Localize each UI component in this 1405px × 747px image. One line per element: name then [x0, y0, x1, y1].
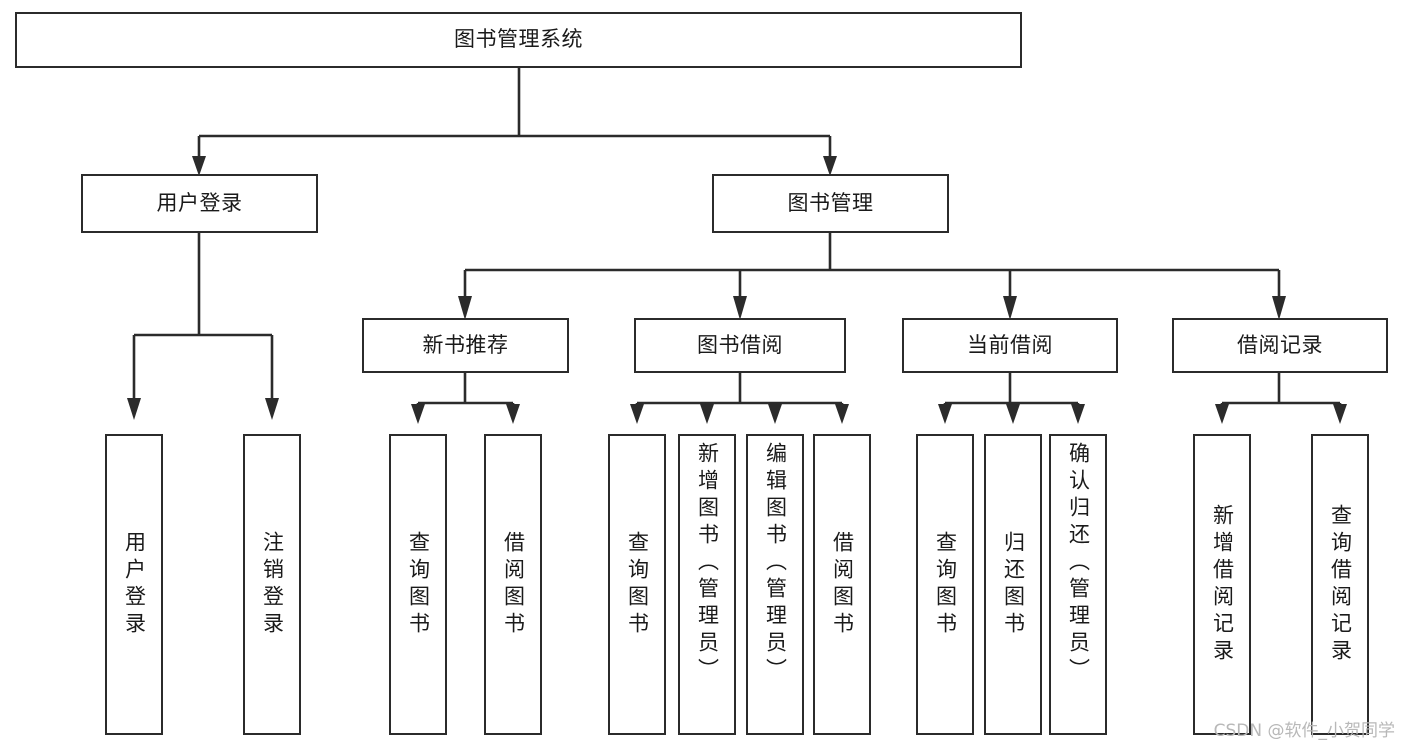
leaf-label: 归还图书 — [1001, 530, 1026, 639]
leaf-label: 查询图书 — [406, 530, 431, 639]
node-new-book-recommend[interactable]: 新书推荐 — [362, 318, 569, 373]
node-book-borrow[interactable]: 图书借阅 — [634, 318, 846, 373]
node-label: 借阅记录 — [1237, 332, 1323, 357]
node-current-borrow[interactable]: 当前借阅 — [902, 318, 1118, 373]
leaf-book-borrow-borrow-book[interactable]: 借阅图书 — [813, 434, 871, 735]
leaf-label: 用户登录 — [122, 530, 147, 639]
leaf-borrow-record-add-record[interactable]: 新增借阅记录 — [1193, 434, 1251, 735]
leaf-borrow-record-query-record[interactable]: 查询借阅记录 — [1311, 434, 1369, 735]
leaf-label: 编辑图书（管理员） — [763, 442, 788, 685]
leaf-book-borrow-add-book-admin[interactable]: 新增图书（管理员） — [678, 434, 736, 735]
leaf-user-login-login[interactable]: 用户登录 — [105, 434, 163, 735]
leaf-label: 确认归还（管理员） — [1066, 442, 1091, 685]
leaf-book-borrow-query-book[interactable]: 查询图书 — [608, 434, 666, 735]
leaf-book-borrow-edit-book-admin[interactable]: 编辑图书（管理员） — [746, 434, 804, 735]
leaf-current-borrow-query-book[interactable]: 查询图书 — [916, 434, 974, 735]
leaf-user-login-logout[interactable]: 注销登录 — [243, 434, 301, 735]
node-borrow-record[interactable]: 借阅记录 — [1172, 318, 1388, 373]
node-user-login[interactable]: 用户登录 — [81, 174, 318, 233]
leaf-current-borrow-return-book[interactable]: 归还图书 — [984, 434, 1042, 735]
leaf-label: 查询图书 — [933, 530, 958, 639]
node-label: 用户登录 — [156, 190, 243, 215]
node-label: 当前借阅 — [967, 332, 1053, 357]
leaf-label: 注销登录 — [260, 530, 285, 639]
leaf-label: 借阅图书 — [501, 530, 526, 639]
node-label: 图书借阅 — [697, 332, 783, 357]
leaf-new-book-borrow-book[interactable]: 借阅图书 — [484, 434, 542, 735]
leaf-label: 查询图书 — [625, 530, 650, 639]
leaf-new-book-query-book[interactable]: 查询图书 — [389, 434, 447, 735]
node-label: 图书管理系统 — [454, 27, 583, 52]
leaf-label: 新增借阅记录 — [1210, 503, 1235, 666]
leaf-current-borrow-confirm-return-admin[interactable]: 确认归还（管理员） — [1049, 434, 1107, 735]
leaf-label: 查询借阅记录 — [1328, 503, 1353, 666]
node-root-book-management-system[interactable]: 图书管理系统 — [15, 12, 1022, 68]
node-label: 图书管理 — [787, 190, 874, 215]
node-book-management[interactable]: 图书管理 — [712, 174, 949, 233]
leaf-label: 借阅图书 — [830, 530, 855, 639]
node-label: 新书推荐 — [422, 332, 509, 357]
leaf-label: 新增图书（管理员） — [695, 442, 720, 685]
